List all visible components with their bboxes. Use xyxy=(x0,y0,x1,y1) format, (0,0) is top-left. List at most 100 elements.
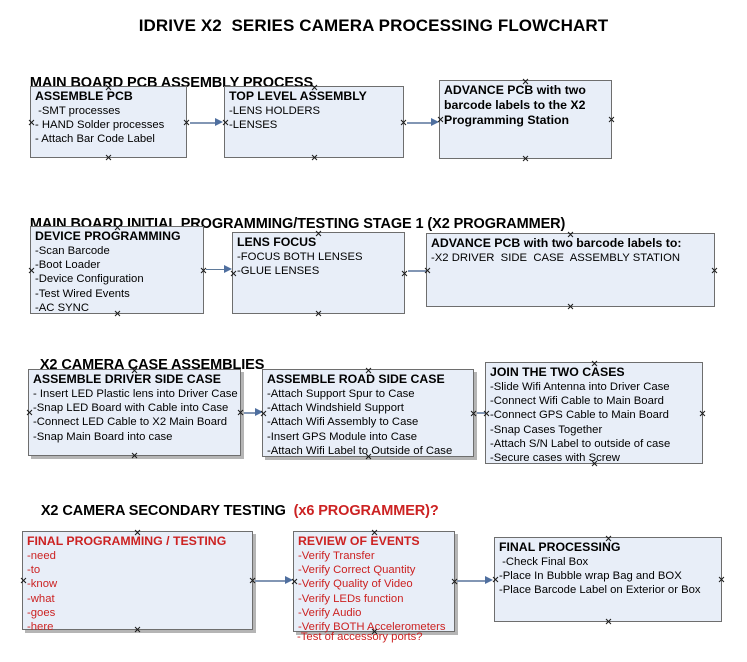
connection-handle-bottom[interactable] xyxy=(522,155,529,162)
connection-handle-left[interactable] xyxy=(291,578,298,585)
connection-handle-right[interactable] xyxy=(718,576,725,583)
flow-box-final-processing[interactable]: FINAL PROCESSING -Check Final Box -Place… xyxy=(494,537,722,622)
flow-box-device-programming[interactable]: DEVICE PROGRAMMING -Scan Barcode -Boot L… xyxy=(30,226,204,314)
connection-handle-top[interactable] xyxy=(315,230,322,237)
flow-box-review-of-events[interactable]: REVIEW OF EVENTS -Verify Transfer -Verif… xyxy=(291,529,455,634)
connection-handle-top[interactable] xyxy=(114,224,121,231)
arrow-shaft xyxy=(255,580,286,582)
connection-handle-top[interactable] xyxy=(131,367,138,374)
connection-handle-left[interactable] xyxy=(222,119,229,126)
flow-box-line: -FOCUS BOTH LENSES xyxy=(237,251,363,263)
flow-box-final-programming-testing[interactable]: FINAL PROGRAMMING / TESTING -need -to -k… xyxy=(20,529,253,633)
flow-box-advance-pcb-programming-station[interactable]: ADVANCE PCB with two barcode labels to t… xyxy=(439,80,612,159)
connection-handle-top[interactable] xyxy=(605,535,612,542)
flow-box-title: ASSEMBLE ROAD SIDE CASE xyxy=(267,372,445,386)
connection-handle-bottom[interactable] xyxy=(567,303,574,310)
connection-handle-right[interactable] xyxy=(400,119,407,126)
connection-handle-top[interactable] xyxy=(365,367,372,374)
flow-box-line: -Verify BOTH Accelerometers xyxy=(298,621,446,634)
arrow-review-to-final-processing xyxy=(457,576,493,585)
flow-box-line: -Connect GPS Cable to Main Board xyxy=(490,409,669,422)
flow-box-assemble-road-side-case[interactable]: ASSEMBLE ROAD SIDE CASE -Attach Support … xyxy=(262,369,474,457)
section-heading-4: X2 CAMERA SECONDARY TESTING (x6 PROGRAMM… xyxy=(33,487,439,519)
flow-box-line: - Attach Bar Code Label xyxy=(35,133,155,146)
connection-handle-top[interactable] xyxy=(567,231,574,238)
flow-box-line: -need xyxy=(27,550,56,562)
connection-handle-top[interactable] xyxy=(522,78,529,85)
flow-box-line: -goes xyxy=(27,606,56,619)
flow-box-title: ASSEMBLE PCB xyxy=(35,89,133,103)
connection-handle-top[interactable] xyxy=(311,84,318,91)
page-title: IDRIVE X2 SERIES CAMERA PROCESSING FLOWC… xyxy=(138,16,609,35)
connection-handle-left[interactable] xyxy=(424,267,431,274)
connection-handle-right[interactable] xyxy=(237,409,244,416)
connection-handle-bottom[interactable] xyxy=(114,310,121,317)
connection-handle-left[interactable] xyxy=(483,410,490,417)
flow-box-line: -Snap Cases Together xyxy=(490,423,603,436)
flow-box-line: -Connect Wifi Cable to Main Board xyxy=(490,395,664,408)
connection-handle-right[interactable] xyxy=(699,410,706,417)
arrow-head xyxy=(285,576,293,584)
flow-box-line: -Snap LED Board with Cable into Case xyxy=(33,402,229,415)
connection-handle-right[interactable] xyxy=(183,119,190,126)
connection-handle-right[interactable] xyxy=(401,270,408,277)
connection-handle-bottom[interactable] xyxy=(311,154,318,161)
connection-handle-top[interactable] xyxy=(371,529,378,536)
flow-box-line: -LENS HOLDERS xyxy=(229,105,321,117)
flow-box-top-level-assembly[interactable]: TOP LEVEL ASSEMBLY -LENS HOLDERS -LENSES xyxy=(224,86,404,158)
flow-box-line: -Attach Windshield Support xyxy=(267,402,404,415)
flow-box-title: ADVANCE PCB with two barcode labels to t… xyxy=(444,83,586,127)
flow-box-line: -what xyxy=(27,592,55,605)
connection-handle-top[interactable] xyxy=(591,360,598,367)
flow-box-lens-focus[interactable]: LENS FOCUS -FOCUS BOTH LENSES -GLUE LENS… xyxy=(232,232,405,314)
connection-handle-bottom[interactable] xyxy=(105,154,112,161)
flow-box-title: JOIN THE TWO CASES xyxy=(490,365,625,379)
connection-handle-bottom[interactable] xyxy=(315,310,322,317)
arrow-device-programming-to-lens-focus xyxy=(206,265,232,274)
flow-box-line: -Check Final Box xyxy=(499,556,589,568)
connection-handle-left[interactable] xyxy=(20,577,27,584)
flow-box-line: -Secure cases with Screw xyxy=(490,452,620,465)
flow-box-line: -to xyxy=(27,564,41,577)
connection-handle-left[interactable] xyxy=(492,576,499,583)
connection-handle-bottom[interactable] xyxy=(131,452,138,459)
connection-handle-right[interactable] xyxy=(608,116,615,123)
flow-box-advance-pcb-driver-side-station[interactable]: ADVANCE PCB with two barcode labels to: … xyxy=(426,233,715,307)
flow-box-line: -Attach Support Spur to Case xyxy=(267,388,415,400)
connection-handle-top[interactable] xyxy=(105,84,112,91)
connection-handle-bottom[interactable] xyxy=(605,618,612,625)
flow-box-line: -Snap Main Board into case xyxy=(33,430,173,443)
flow-box-join-the-two-cases[interactable]: JOIN THE TWO CASES -Slide Wifi Antenna i… xyxy=(485,362,703,464)
connection-handle-bottom[interactable] xyxy=(365,453,372,460)
connection-handle-right[interactable] xyxy=(711,267,718,274)
arrow-shaft xyxy=(408,270,427,272)
arrow-head xyxy=(215,118,223,126)
connection-handle-left[interactable] xyxy=(230,270,237,277)
connection-handle-left[interactable] xyxy=(26,409,33,416)
section-heading-4-accent: (x6 PROGRAMMER)? xyxy=(293,503,439,519)
flow-box-line: -Slide Wifi Antenna into Driver Case xyxy=(490,381,670,393)
flow-box-line: -Attach S/N Label to outside of case xyxy=(490,437,671,450)
connection-handle-left[interactable] xyxy=(437,116,444,123)
flow-box-line: -Attach Wifi Label to Outside of Case xyxy=(267,444,453,457)
flow-box-title: LENS FOCUS xyxy=(237,235,317,249)
flow-box-assemble-driver-side-case[interactable]: ASSEMBLE DRIVER SIDE CASE - Insert LED P… xyxy=(28,369,241,456)
flow-box-title: FINAL PROCESSING xyxy=(499,540,621,554)
arrow-head xyxy=(485,576,493,584)
flow-box-line: -Boot Loader xyxy=(35,259,101,272)
connection-handle-bottom[interactable] xyxy=(591,460,598,467)
connection-handle-right[interactable] xyxy=(470,410,477,417)
flow-box-assemble-pcb[interactable]: ASSEMBLE PCB -SMT processes - HAND Solde… xyxy=(30,86,187,158)
connection-handle-left[interactable] xyxy=(28,267,35,274)
arrow-shaft xyxy=(206,269,225,270)
connection-handle-top[interactable] xyxy=(134,529,141,536)
connection-handle-left[interactable] xyxy=(260,410,267,417)
flow-box-line: -Verify LEDs function xyxy=(298,592,404,605)
flow-box-line: - HAND Solder processes xyxy=(35,119,165,132)
flow-box-line: -Verify Transfer xyxy=(298,550,375,562)
connection-handle-bottom[interactable] xyxy=(134,626,141,633)
review-of-events-overflow-line: -Test of accessory ports? xyxy=(297,631,423,643)
connection-handle-left[interactable] xyxy=(28,119,35,126)
arrow-shaft xyxy=(457,580,486,582)
arrow-top-level-to-advance xyxy=(407,118,439,127)
